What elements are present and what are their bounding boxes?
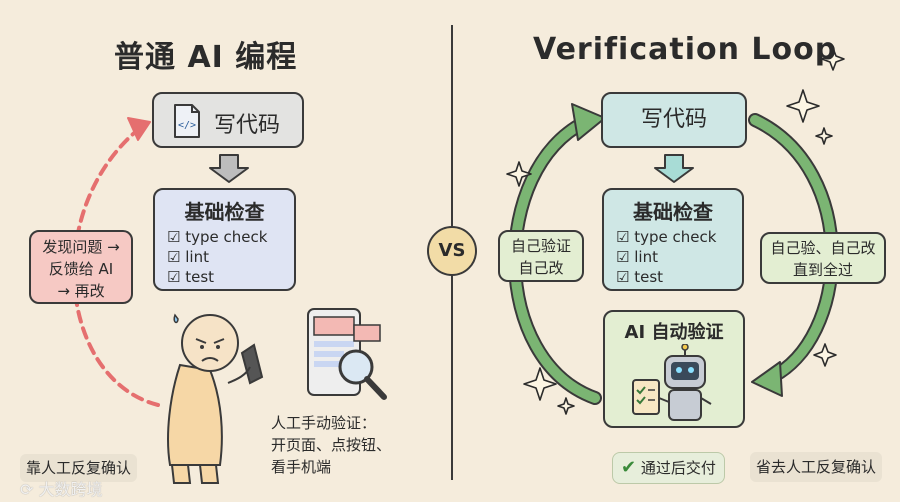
sparkle-icons — [506, 47, 845, 415]
watermark-logo-icon: ⟳ — [20, 480, 34, 499]
sparkle-icon — [786, 89, 820, 123]
right-check-list: ☑ type check ☑ lint ☑ test — [616, 227, 716, 287]
vs-badge: VS — [427, 226, 477, 276]
left-basic-check-title: 基础检查 — [184, 200, 265, 224]
check-item: ☑ type check — [167, 228, 268, 246]
right-down-arrow-1 — [654, 154, 694, 183]
left-write-code-label: 写代码 — [214, 113, 281, 138]
checkbox-icon: ☑ — [167, 268, 181, 286]
sparkle-icon — [815, 127, 833, 145]
svg-text:</>: </> — [178, 120, 196, 131]
check-item: ☑ test — [616, 268, 664, 286]
left-footer: 靠人工反复确认 — [20, 454, 138, 482]
right-basic-check-box: 基础检查 ☑ type check ☑ lint ☑ test — [602, 188, 744, 291]
ai-auto-verify-title: AI 自动验证 — [624, 322, 724, 343]
check-item: ☑ lint — [167, 248, 209, 266]
right-basic-check-title: 基础检查 — [633, 200, 713, 224]
right-write-code-box: 写代码 — [601, 92, 747, 148]
sparkle-icon — [821, 47, 845, 71]
right-self-verify-label: 自己验证 自己改 — [498, 230, 584, 282]
checkbox-icon: ☑ — [167, 248, 181, 266]
left-basic-check-box: 基础检查 ☑ type check ☑ lint ☑ test — [153, 188, 296, 291]
check-item: ☑ type check — [616, 228, 717, 246]
left-write-code-box: </> 写代码 — [152, 92, 304, 148]
robot-icon — [632, 344, 712, 421]
deliver-label: 通过后交付 — [640, 459, 716, 477]
sparkle-icon — [506, 161, 532, 187]
code-file-icon: </> — [174, 104, 200, 138]
tablet-magnifier-icon — [307, 308, 387, 400]
checkbox-icon: ☑ — [167, 228, 181, 246]
watermark: ⟳ 大数跨境 — [20, 480, 103, 499]
sparkle-icon — [813, 343, 837, 367]
left-check-list: ☑ type check ☑ lint ☑ test — [167, 227, 267, 287]
right-loop-until-pass-label: 自己验、自己改 直到全过 — [760, 232, 886, 284]
checkbox-icon: ☑ — [616, 248, 630, 266]
check-item: ☑ lint — [616, 248, 658, 266]
right-write-code-label: 写代码 — [640, 107, 707, 132]
right-footer: 省去人工反复确认 — [750, 452, 883, 482]
sparkle-icon — [523, 367, 557, 401]
checkbox-icon: ☑ — [616, 268, 630, 286]
checkbox-icon: ☑ — [616, 228, 630, 246]
left-feedback-label: 发现问题 → 反馈给 AI → 再改 — [29, 230, 133, 304]
deliver-badge: ✔ 通过后交付 — [612, 452, 725, 484]
check-item: ☑ test — [167, 268, 215, 286]
right-title: Verification Loop — [533, 32, 838, 67]
check-circle-icon: ✔ — [621, 457, 637, 478]
frustrated-person-icon — [167, 313, 264, 484]
sparkle-icon — [557, 397, 575, 415]
ai-auto-verify-box: AI 自动验证 — [603, 310, 745, 428]
left-title: 普通 AI 编程 — [114, 40, 298, 75]
left-down-arrow-1 — [209, 154, 249, 183]
manual-verify-text: 人工手动验证： 开页面、点按钮、 看手机端 — [271, 414, 392, 476]
